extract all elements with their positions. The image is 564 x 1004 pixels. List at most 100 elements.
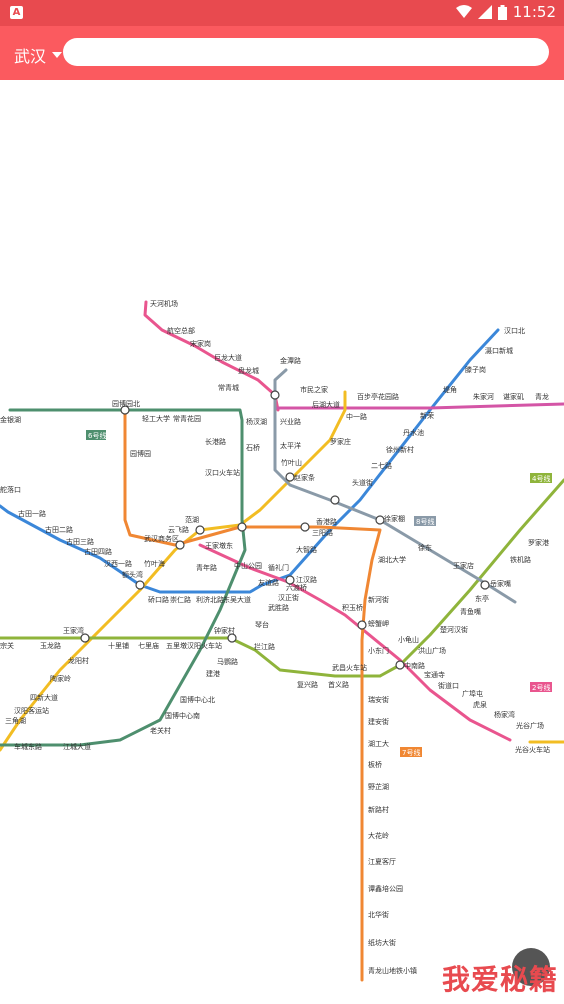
station-label[interactable]: 太平洋 bbox=[280, 441, 301, 450]
station-label[interactable]: 街道口 bbox=[438, 681, 459, 690]
station-label[interactable]: 龙阳村 bbox=[68, 656, 89, 665]
station-label[interactable]: 徐州新村 bbox=[386, 445, 414, 454]
station-label[interactable]: 百步亭花园路 bbox=[357, 392, 399, 401]
station-label[interactable]: 宝通寺 bbox=[424, 670, 445, 679]
station-label[interactable]: 汉阳客运站 bbox=[14, 706, 49, 715]
station-label[interactable]: 香港路 bbox=[316, 517, 337, 526]
station-label[interactable]: 赵家条 bbox=[294, 473, 315, 482]
station-label[interactable]: 四新大道 bbox=[30, 693, 58, 702]
station-label[interactable]: 六渡桥 bbox=[286, 583, 307, 592]
station-label[interactable]: 友谊路 bbox=[258, 578, 279, 587]
station-label[interactable]: 滕子岗 bbox=[465, 365, 486, 374]
station-label[interactable]: 纸坊大街 bbox=[368, 938, 396, 947]
station-label[interactable]: 古田三路 bbox=[66, 537, 94, 546]
station-label[interactable]: 王家墩东 bbox=[205, 541, 233, 550]
interchange-marker[interactable] bbox=[135, 580, 145, 590]
station-label[interactable]: 王家店 bbox=[453, 561, 474, 570]
station-label[interactable]: 国博中心北 bbox=[180, 695, 215, 704]
station-label[interactable]: 石桥 bbox=[246, 443, 260, 452]
station-label[interactable]: 三角湖 bbox=[5, 716, 26, 725]
station-label[interactable]: 东亭 bbox=[475, 594, 489, 603]
station-label[interactable]: 罗家港 bbox=[528, 538, 549, 547]
station-label[interactable]: 谭鑫培公园 bbox=[368, 884, 403, 893]
station-label[interactable]: 青龙山地铁小镇 bbox=[368, 966, 417, 975]
station-label[interactable]: 汉正街 bbox=[278, 593, 299, 602]
station-label[interactable]: 头道街 bbox=[352, 478, 373, 487]
station-label[interactable]: 虎泉 bbox=[473, 700, 487, 709]
station-label[interactable]: 竹叶海 bbox=[144, 559, 165, 568]
interchange-marker[interactable] bbox=[357, 620, 367, 630]
station-label[interactable]: 铁机路 bbox=[510, 555, 531, 564]
station-label[interactable]: 兴业路 bbox=[280, 417, 301, 426]
station-label[interactable]: 武汉商务区 bbox=[144, 534, 179, 543]
interchange-marker[interactable] bbox=[375, 515, 385, 525]
station-label[interactable]: 北华街 bbox=[368, 910, 389, 919]
station-label[interactable]: 板桥 bbox=[368, 760, 382, 769]
locate-button[interactable] bbox=[512, 948, 550, 986]
station-label[interactable]: 大智路 bbox=[296, 545, 317, 554]
station-label[interactable]: 野芷湖 bbox=[368, 782, 389, 791]
interchange-marker[interactable] bbox=[395, 660, 405, 670]
station-label[interactable]: 汉阳火车站 bbox=[187, 641, 222, 650]
station-label[interactable]: 螃蟹岬 bbox=[368, 619, 389, 628]
station-label[interactable]: 三阳路 bbox=[312, 528, 333, 537]
station-label[interactable]: 十里铺 bbox=[108, 641, 129, 650]
station-label[interactable]: 丹水池 bbox=[403, 428, 424, 437]
station-label[interactable]: 五里墩 bbox=[166, 641, 187, 650]
station-label[interactable]: 新荣 bbox=[420, 411, 434, 420]
station-label[interactable]: 首义路 bbox=[328, 680, 349, 689]
station-label[interactable]: 后湖大道 bbox=[312, 400, 340, 409]
station-label[interactable]: 建安街 bbox=[368, 717, 389, 726]
station-label[interactable]: 徐东 bbox=[418, 543, 432, 552]
station-label[interactable]: 马鹦路 bbox=[217, 657, 238, 666]
station-label[interactable]: 中一路 bbox=[346, 412, 367, 421]
station-label[interactable]: 广埠屯 bbox=[462, 689, 483, 698]
station-label[interactable]: 江城大道 bbox=[63, 742, 91, 751]
interchange-marker[interactable] bbox=[285, 472, 295, 482]
station-label[interactable]: 琴台 bbox=[255, 620, 269, 629]
station-label[interactable]: 汉口火车站 bbox=[205, 468, 240, 477]
station-label[interactable]: 新河街 bbox=[368, 595, 389, 604]
station-label[interactable]: 中山公园 bbox=[234, 561, 262, 570]
station-label[interactable]: 陶家岭 bbox=[50, 674, 71, 683]
station-label[interactable]: 青年路 bbox=[196, 563, 217, 572]
station-label[interactable]: 罗家庄 bbox=[330, 437, 351, 446]
station-label[interactable]: 天河机场 bbox=[150, 299, 178, 308]
station-label[interactable]: 金银湖 bbox=[0, 415, 21, 424]
station-label[interactable]: 宋家岗 bbox=[190, 339, 211, 348]
station-label[interactable]: 建港 bbox=[206, 669, 220, 678]
station-label[interactable]: 航空总部 bbox=[167, 326, 195, 335]
interchange-marker[interactable] bbox=[227, 633, 237, 643]
station-label[interactable]: 常青城 bbox=[218, 383, 239, 392]
interchange-marker[interactable] bbox=[237, 522, 247, 532]
interchange-marker[interactable] bbox=[195, 525, 205, 535]
station-label[interactable]: 杨汊湖 bbox=[246, 417, 267, 426]
station-label[interactable]: 岳家嘴 bbox=[490, 579, 511, 588]
station-label[interactable]: 范湖 bbox=[185, 515, 199, 524]
station-label[interactable]: 汉口北 bbox=[504, 327, 525, 335]
station-label[interactable]: 云飞路 bbox=[168, 525, 189, 534]
station-label[interactable]: 湖北大学 bbox=[378, 555, 406, 564]
station-label[interactable]: 王家湾 bbox=[63, 626, 84, 635]
station-label[interactable]: 武昌火车站 bbox=[332, 663, 367, 672]
station-label[interactable]: 古田二路 bbox=[45, 525, 73, 534]
station-label[interactable]: 光谷火车站 bbox=[515, 745, 550, 754]
station-label[interactable]: 盘龙城 bbox=[238, 366, 259, 375]
station-label[interactable]: 青龙 bbox=[535, 392, 549, 401]
station-label[interactable]: 武胜路 bbox=[268, 603, 289, 612]
station-label[interactable]: 新路村 bbox=[368, 805, 389, 814]
station-label[interactable]: 楚河汉街 bbox=[440, 625, 468, 634]
station-label[interactable]: 钟家村 bbox=[214, 626, 235, 635]
station-label[interactable]: 古田四路 bbox=[84, 547, 112, 556]
station-label[interactable]: 巨龙大道 bbox=[214, 353, 242, 362]
station-label[interactable]: 青鱼嘴 bbox=[460, 607, 481, 616]
station-label[interactable]: 车城东路 bbox=[14, 742, 42, 751]
station-label[interactable]: 中南路 bbox=[404, 661, 425, 670]
station-label[interactable]: 崇仁路 bbox=[170, 595, 191, 604]
interchange-marker[interactable] bbox=[80, 633, 90, 643]
station-label[interactable]: 徐家棚 bbox=[384, 514, 405, 523]
station-label[interactable]: 长港路 bbox=[205, 437, 226, 446]
station-label[interactable]: 积玉桥 bbox=[342, 603, 363, 612]
station-label[interactable]: 洪山广场 bbox=[418, 646, 446, 655]
station-label[interactable]: 市民之家 bbox=[300, 385, 328, 394]
